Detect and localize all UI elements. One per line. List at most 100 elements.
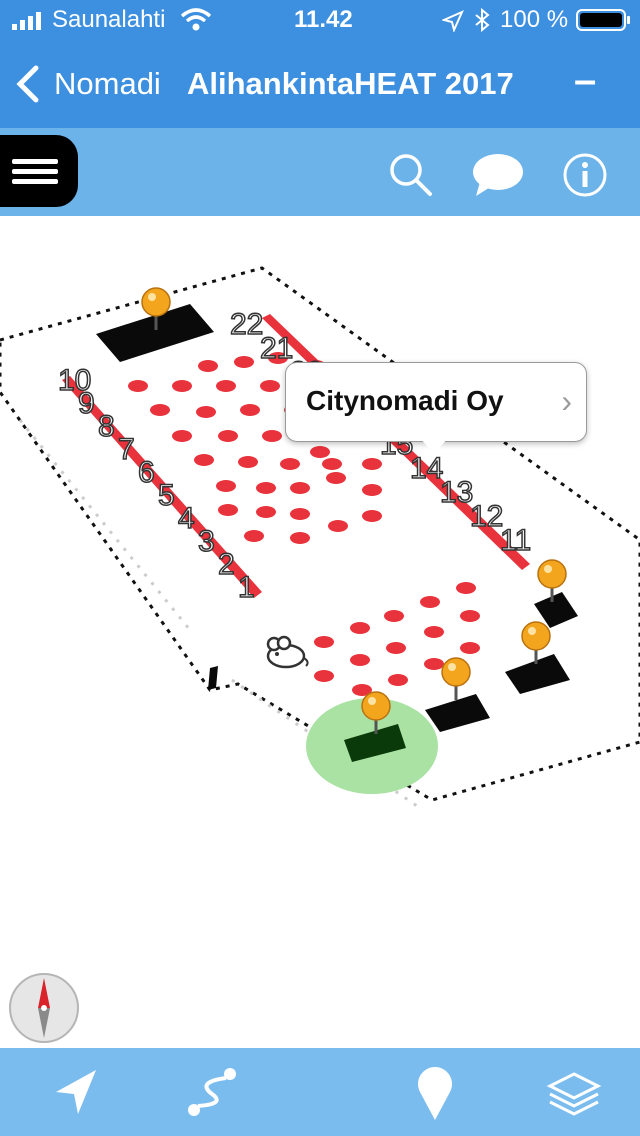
clock: 11.42: [294, 6, 353, 33]
map-marker-pin: [141, 287, 171, 330]
row-number-label: 3: [198, 525, 215, 558]
map-marker-pin: [521, 621, 551, 664]
booth: [328, 520, 348, 532]
booth: [388, 674, 408, 686]
booth: [218, 430, 238, 442]
chevron-left-icon: [16, 65, 39, 103]
battery-percent: 100 %: [500, 6, 569, 33]
callout-tail: [420, 438, 448, 454]
booth: [280, 458, 300, 470]
back-button-label: Nomadi: [54, 66, 161, 101]
booth: [256, 482, 276, 494]
booth: [194, 454, 214, 466]
map-marker-pin: [441, 657, 471, 700]
booth-dark: [505, 654, 570, 694]
status-bar: Saunalahti 11.42 100 %: [0, 0, 640, 40]
booth: [326, 472, 346, 484]
row-number-label: 11: [500, 524, 531, 557]
row-number-label: 2: [218, 548, 235, 581]
row-number-label: 5: [158, 479, 175, 512]
booth: [150, 404, 170, 416]
row-number-label: 1: [238, 571, 255, 604]
booth: [218, 504, 238, 516]
map-markers: [141, 287, 567, 734]
booth: [362, 510, 382, 522]
booth: [172, 430, 192, 442]
info-icon[interactable]: [562, 152, 608, 198]
booth: [386, 642, 406, 654]
mouse-icon: [266, 635, 309, 669]
booth-dark: [96, 304, 214, 362]
menu-button[interactable]: [0, 135, 78, 207]
booth: [198, 360, 218, 372]
booth: [260, 380, 280, 392]
pin-icon[interactable]: [414, 1062, 456, 1122]
chat-bubble-icon[interactable]: [470, 150, 526, 198]
row-number-label: 10: [58, 364, 91, 397]
booth: [310, 446, 330, 458]
signal-icon: [12, 12, 41, 30]
search-icon[interactable]: [386, 150, 434, 198]
row-number-label: 8: [98, 410, 115, 443]
booth: [460, 610, 480, 622]
navigate-arrow-icon[interactable]: [52, 1066, 100, 1118]
booth: [128, 380, 148, 392]
booth: [196, 406, 216, 418]
booth: [420, 596, 440, 608]
bottom-toolbar: [0, 1048, 640, 1136]
booth: [238, 456, 258, 468]
marker-callout[interactable]: Citynomadi Oy ›: [285, 362, 587, 442]
location-arrow-icon: [442, 10, 464, 32]
booth: [424, 626, 444, 638]
booth-row-left: [62, 376, 262, 598]
row-number-label: 21: [260, 332, 293, 365]
row-number-label: 6: [138, 456, 155, 489]
compass-icon: [9, 973, 79, 1043]
booth: [290, 508, 310, 520]
booth: [460, 642, 480, 654]
hall-outline: [0, 266, 640, 802]
map-marker-pin: [361, 691, 391, 734]
booth: [290, 482, 310, 494]
booth-selected: [344, 724, 406, 762]
row-number-label: 9: [78, 387, 95, 420]
minimize-button[interactable]: –: [574, 58, 597, 102]
booth: [240, 404, 260, 416]
booth: [172, 380, 192, 392]
bluetooth-icon: [475, 8, 490, 32]
toolbar: [0, 128, 640, 216]
row-number-label: 12: [470, 500, 503, 533]
row-number-label: 4: [178, 502, 195, 535]
booth: [424, 658, 444, 670]
row-number-label: 14: [410, 452, 443, 485]
chevron-right-icon[interactable]: ›: [561, 383, 572, 419]
row-number-label: 7: [118, 433, 135, 466]
booth: [262, 430, 282, 442]
map-marker-pin: [537, 559, 567, 602]
booth: [268, 352, 288, 364]
booth: [362, 484, 382, 496]
booth: [290, 532, 310, 544]
booth: [350, 622, 370, 634]
back-button[interactable]: Nomadi: [14, 62, 174, 106]
booth: [234, 356, 254, 368]
navigation-bar: Nomadi AlihankintaHEAT 2017 –: [0, 40, 640, 128]
row-number-label: 22: [230, 308, 263, 341]
booth: [314, 636, 334, 648]
booth-dark: [208, 666, 218, 690]
booth: [352, 684, 372, 696]
wifi-icon: [180, 8, 212, 31]
booth: [314, 670, 334, 682]
booth-dark: [534, 592, 578, 628]
route-icon[interactable]: [186, 1064, 238, 1120]
callout-title: Citynomadi Oy: [306, 385, 504, 416]
layers-icon[interactable]: [546, 1070, 602, 1116]
booth: [216, 380, 236, 392]
booth: [244, 530, 264, 542]
carrier-name: Saunalahti: [52, 6, 166, 33]
row-number-label: 13: [440, 476, 473, 509]
compass-button[interactable]: [8, 972, 80, 1044]
booth: [216, 480, 236, 492]
